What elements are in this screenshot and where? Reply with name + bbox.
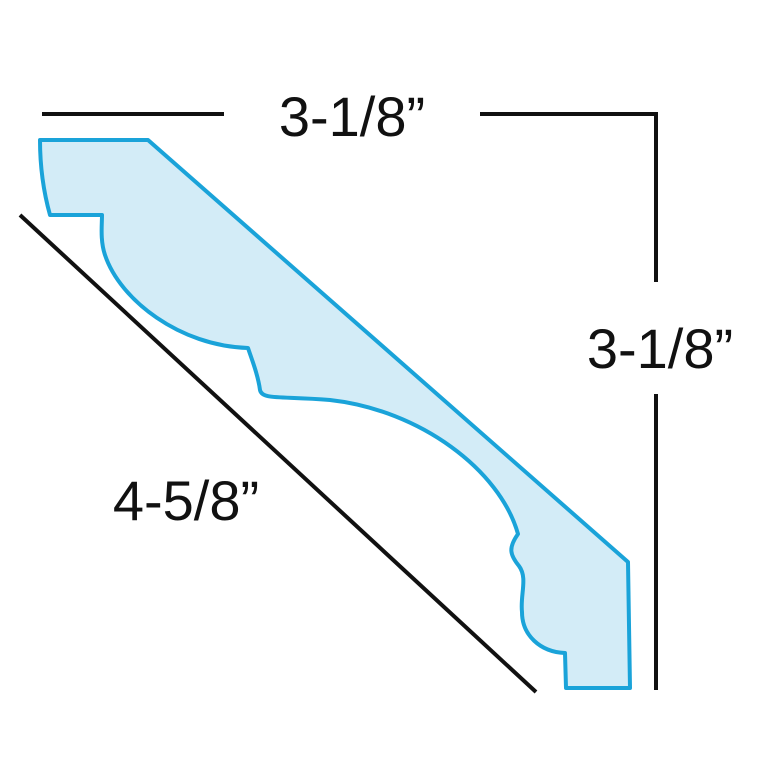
diagonal-length-dimension: 4-5/8”	[18, 213, 538, 694]
right-height-label: 3-1/8”	[587, 317, 733, 380]
top-width-label: 3-1/8”	[279, 85, 425, 148]
diagonal-dimension-line	[18, 213, 538, 694]
top-width-dimension: 3-1/8”	[42, 85, 658, 148]
molding-profile	[38, 138, 632, 690]
diagonal-length-label: 4-5/8”	[113, 469, 259, 532]
right-height-dimension: 3-1/8”	[587, 112, 733, 690]
